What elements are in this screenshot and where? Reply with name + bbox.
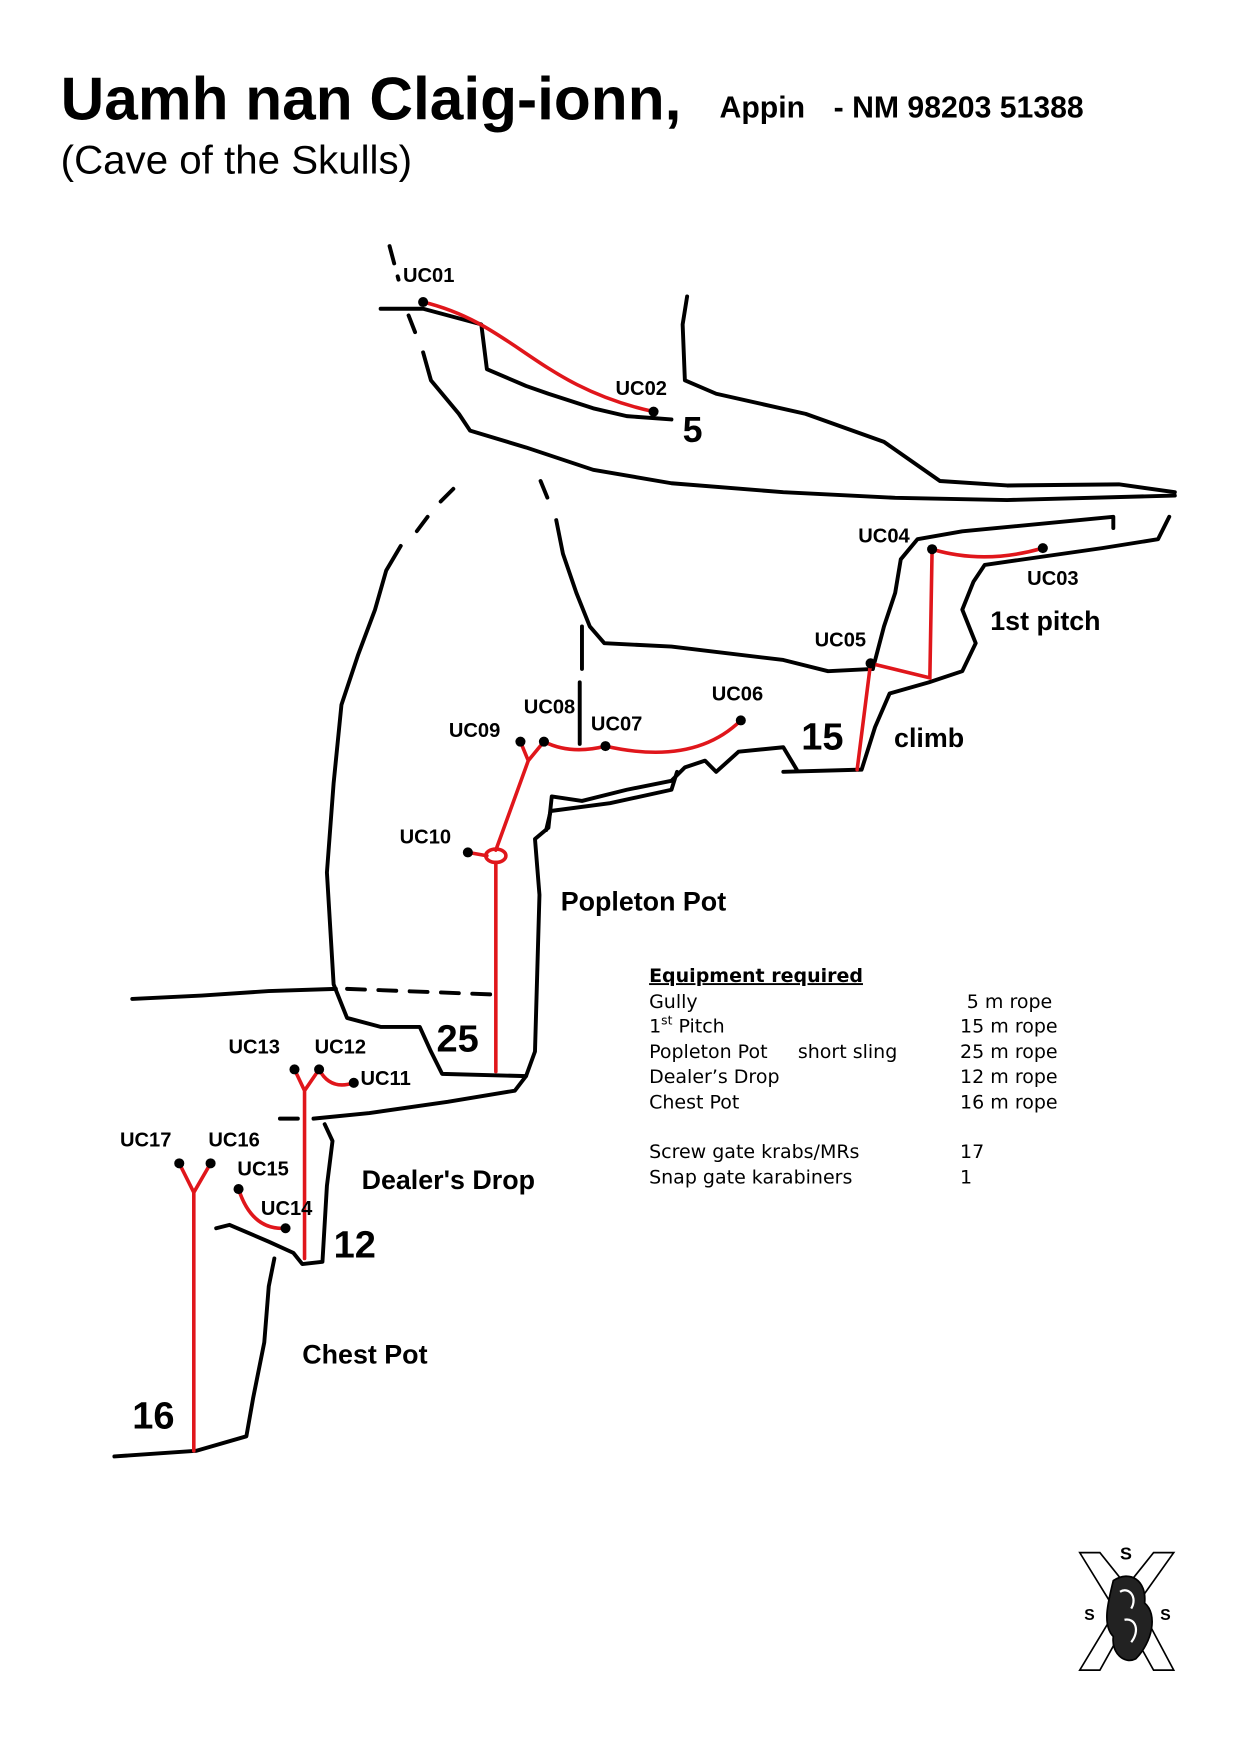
equipment-item: Popleton Pot — [649, 1041, 767, 1063]
first-pitch-label: 1st pitch — [990, 606, 1100, 636]
anchor-points — [174, 296, 1048, 1234]
station-label: UC01 — [403, 265, 454, 287]
chest-pot-depth: 16 — [132, 1395, 174, 1437]
station-label: UC12 — [315, 1037, 366, 1059]
equipment-rope: 25 m rope — [960, 1041, 1058, 1063]
hardware-item: Screw gate krabs/MRs — [649, 1141, 859, 1163]
station-label: UC16 — [208, 1130, 259, 1152]
equipment-rope: 16 m rope — [960, 1092, 1058, 1114]
station-label: UC15 — [237, 1159, 288, 1181]
station-label: UC14 — [261, 1198, 313, 1220]
page-title: Uamh nan Claig-ionn, — [61, 65, 682, 133]
popleton-pot-label: Popleton Pot — [561, 887, 726, 917]
station-label: UC06 — [712, 683, 763, 705]
equipment-rope: 12 m rope — [960, 1066, 1058, 1088]
equipment-rope: 5 m rope — [967, 991, 1052, 1013]
equipment-note: short sling — [798, 1041, 897, 1063]
station-label: UC08 — [524, 697, 575, 719]
dealers-drop-label: Dealer's Drop — [362, 1165, 535, 1195]
equipment-rope: 15 m rope — [960, 1015, 1058, 1037]
dealers-drop-depth: 12 — [334, 1224, 376, 1266]
pitch-labels: 5 1st pitch 15 climb Popleton Pot 25 Dea… — [132, 410, 1100, 1438]
station-label: UC13 — [228, 1037, 279, 1059]
hardware-item: Snap gate karabiners — [649, 1167, 852, 1189]
rope-lines — [177, 300, 1045, 1453]
station-label: UC04 — [858, 526, 910, 548]
equipment-heading: Equipment required — [649, 965, 863, 987]
cave-walls — [112, 244, 1177, 1459]
chest-pot-label: Chest Pot — [302, 1340, 427, 1370]
station-label: UC03 — [1027, 568, 1078, 590]
subtitle: (Cave of the Skulls) — [61, 137, 412, 182]
station-label: UC10 — [400, 826, 451, 848]
equipment-item: Dealer’s Drop — [649, 1066, 779, 1088]
logo-letter-icon: S — [1120, 1543, 1132, 1563]
station-label: UC11 — [360, 1068, 410, 1090]
station-label: UC05 — [815, 630, 866, 652]
station-label: UC07 — [591, 713, 642, 735]
grid-reference: - NM 98203 51388 — [834, 91, 1084, 124]
equipment-item: 1st Pitch — [649, 1014, 725, 1038]
logo-letter-icon: S — [1084, 1607, 1094, 1624]
gully-depth: 5 — [683, 410, 703, 450]
hardware-count: 17 — [960, 1141, 984, 1163]
equipment-item: Gully — [649, 991, 698, 1013]
hardware-count: 1 — [960, 1167, 972, 1189]
station-label: UC02 — [616, 378, 667, 400]
club-logo: S S S — [1078, 1543, 1176, 1671]
equipment-item: Chest Pot — [649, 1092, 739, 1114]
first-pitch-depth: 15 — [801, 716, 843, 758]
equipment-table: Equipment required Gully 5 m rope 1st Pi… — [649, 965, 1058, 1188]
popleton-pot-depth: 25 — [437, 1019, 479, 1061]
climb-label: climb — [894, 723, 964, 753]
logo-letter-icon: S — [1160, 1607, 1170, 1624]
location: Appin — [720, 91, 806, 124]
station-label: UC09 — [449, 720, 500, 742]
station-labels: UC01 UC02 UC03 UC04 UC05 UC06 UC07 UC08 … — [120, 265, 1079, 1220]
station-label: UC17 — [120, 1130, 171, 1152]
